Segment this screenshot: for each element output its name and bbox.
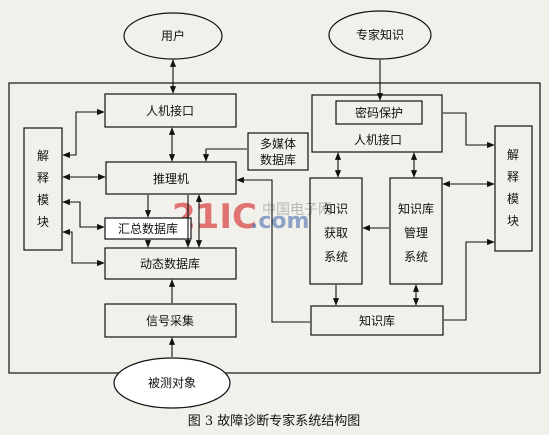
hci-right-label: 人机接口 xyxy=(354,132,402,147)
expert-knowledge-label: 专家知识 xyxy=(356,27,404,42)
user-label: 用户 xyxy=(161,28,185,43)
svg-text:.com: .com xyxy=(250,209,309,234)
arrow-hci-explain-right xyxy=(443,112,495,149)
user-node: 用户 xyxy=(123,12,223,60)
knowledge-base-label: 知识库 xyxy=(359,313,395,328)
svg-text:解: 解 xyxy=(37,149,49,163)
inference-label: 推理机 xyxy=(153,172,189,186)
svg-text:管理: 管理 xyxy=(404,225,428,240)
watermark: 21IC .com 中国电子网 xyxy=(172,197,332,237)
password-box xyxy=(335,100,423,125)
signal-acquisition-box: 信号采集 xyxy=(104,303,237,338)
knowledge-acquisition-box: 知识 获取 系统 xyxy=(309,177,363,285)
svg-text:获取: 获取 xyxy=(324,226,348,240)
expert-knowledge-node: 专家知识 xyxy=(328,10,432,60)
svg-text:释: 释 xyxy=(507,170,519,184)
object-label: 被测对象 xyxy=(148,376,196,390)
svg-text:块: 块 xyxy=(507,214,519,228)
arrow-explain-hci xyxy=(62,108,105,159)
password-hci-box: 密码保护 人机接口 xyxy=(311,94,443,153)
svg-text:模: 模 xyxy=(37,193,49,207)
svg-text:知识: 知识 xyxy=(324,202,348,216)
password-label: 密码保护 xyxy=(355,105,403,120)
svg-text:模: 模 xyxy=(507,192,519,206)
arrow-kb-explain-right xyxy=(444,238,495,321)
svg-text:块: 块 xyxy=(37,215,49,229)
kb-management-box: 知识库 管理 系统 xyxy=(389,177,443,285)
arrow-explain-dynamic xyxy=(62,228,105,267)
arrow-multimedia-inference xyxy=(202,148,247,162)
inference-engine-box: 推理机 xyxy=(105,161,237,195)
signal-label: 信号采集 xyxy=(146,313,194,328)
explain-right-box: 解 释 模 块 xyxy=(494,125,533,252)
multimedia-label-1: 多媒体 xyxy=(260,137,296,151)
multimedia-db-box: 多媒体 数据库 xyxy=(247,132,309,171)
multimedia-label-2: 数据库 xyxy=(260,152,296,167)
svg-text:释: 释 xyxy=(37,171,49,185)
arrow-explain-summary xyxy=(62,198,105,231)
figure-caption: 图 3 故障诊断专家系统结构图 xyxy=(188,413,361,429)
knowledge-base-box: 知识库 xyxy=(310,305,444,336)
hci-left-label: 人机接口 xyxy=(146,103,194,118)
arrow-kb-inference xyxy=(236,176,310,323)
system-frame xyxy=(8,82,541,374)
connectors xyxy=(62,59,495,357)
svg-text:知识库: 知识库 xyxy=(398,201,434,216)
svg-text:系统: 系统 xyxy=(404,250,428,264)
explain-left-box: 解 释 模 块 xyxy=(23,127,63,251)
svg-text:中国电子网: 中国电子网 xyxy=(262,202,332,218)
svg-text:解: 解 xyxy=(507,148,519,162)
hci-left-box: 人机接口 xyxy=(104,93,237,128)
dynamic-db-label: 动态数据库 xyxy=(140,256,200,271)
dynamic-db-box: 动态数据库 xyxy=(104,247,237,280)
object-node: 被测对象 xyxy=(113,357,231,409)
summary-db-label: 汇总数据库 xyxy=(118,221,178,236)
summary-db-box: 汇总数据库 xyxy=(104,217,192,240)
svg-text:系统: 系统 xyxy=(324,250,348,264)
